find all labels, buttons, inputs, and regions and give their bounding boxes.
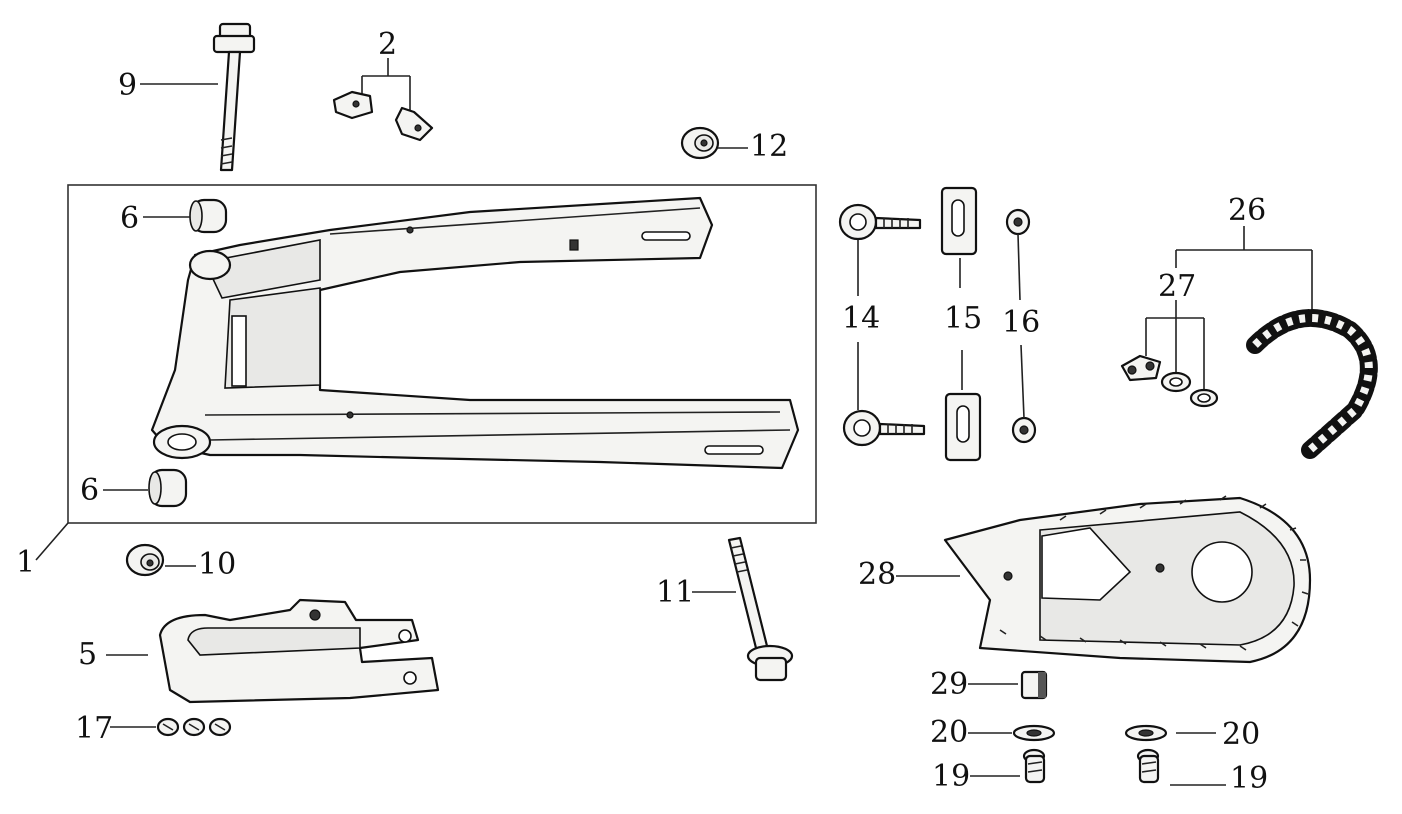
callout-19-right: 19 — [1230, 761, 1268, 796]
callout-27: 27 — [1158, 269, 1196, 304]
pivot-bolt — [212, 22, 256, 172]
callout-28: 28 — [858, 557, 896, 592]
callout-14: 14 — [842, 301, 880, 336]
bushing-lower — [148, 468, 188, 508]
clamp-left — [332, 90, 374, 120]
adjuster-plate-lower — [944, 392, 982, 462]
bushing-upper — [189, 198, 228, 234]
nut-12 — [680, 126, 720, 160]
callout-10: 10 — [198, 547, 236, 582]
callout-5: 5 — [78, 637, 97, 672]
chain-guard — [943, 495, 1312, 664]
callout-6-lower: 6 — [80, 473, 99, 508]
axle-bolt — [727, 536, 794, 682]
chain-adjuster-lower — [842, 409, 926, 447]
callout-12: 12 — [750, 129, 788, 164]
washer-20-left — [1012, 724, 1056, 742]
callout-2: 2 — [378, 27, 397, 62]
nut-16-lower — [1011, 416, 1037, 444]
nut-16-upper — [1005, 208, 1031, 236]
callout-15: 15 — [944, 301, 982, 336]
callout-19-left: 19 — [932, 759, 970, 794]
callout-9: 9 — [118, 68, 137, 103]
screw-19-right — [1136, 748, 1160, 784]
callout-20-left: 20 — [930, 715, 968, 750]
spacer-29 — [1020, 670, 1048, 700]
callout-6-upper: 6 — [120, 201, 139, 236]
drive-chain — [1246, 309, 1378, 459]
callout-26: 26 — [1228, 193, 1266, 228]
callout-17: 17 — [75, 711, 113, 746]
nut-10 — [125, 543, 165, 577]
washer-20-right — [1124, 724, 1168, 742]
clamp-right — [394, 106, 434, 142]
screw-19-left — [1022, 748, 1046, 784]
chain-master-link — [1120, 354, 1219, 408]
callout-1: 1 — [16, 545, 35, 580]
callout-16: 16 — [1002, 305, 1040, 340]
callout-29: 29 — [930, 667, 968, 702]
swingarm-assembly-frame — [67, 184, 817, 524]
callout-20-right: 20 — [1222, 717, 1260, 752]
screws-17 — [156, 717, 232, 737]
chain-adjuster-upper — [838, 203, 922, 241]
adjuster-plate-upper — [940, 186, 978, 256]
callout-11: 11 — [656, 575, 694, 610]
chain-slider — [158, 598, 440, 704]
swingarm — [150, 196, 800, 470]
